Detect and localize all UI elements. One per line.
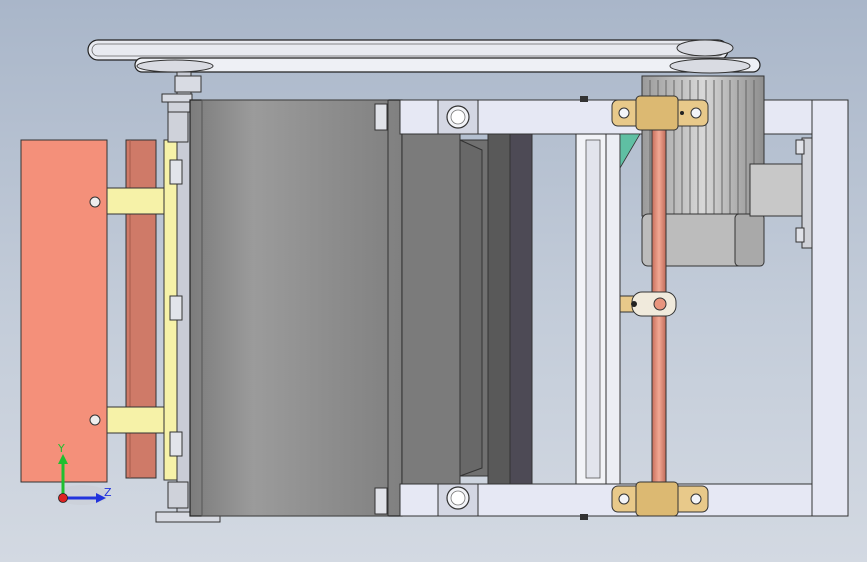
shaft-clamp-bottom [611,481,709,517]
main-housing [189,99,403,517]
axis-label-z: Z [104,486,112,499]
coordinate-triad-icon [56,454,108,505]
yellow-bracket-top [106,187,170,215]
yellow-bracket-bottom [106,406,170,434]
left-shaft [155,71,221,523]
coordinate-triad: Y Z [52,440,122,508]
shaft-clamp-middle [619,291,677,317]
axis-label-y: Y [58,442,65,455]
inner-housing [401,133,533,485]
teal-accent [619,133,641,170]
belt-drive [87,39,761,74]
left-salmon-block [20,139,108,483]
guide-rails [575,133,621,485]
shaft-clamp-top [611,95,709,131]
